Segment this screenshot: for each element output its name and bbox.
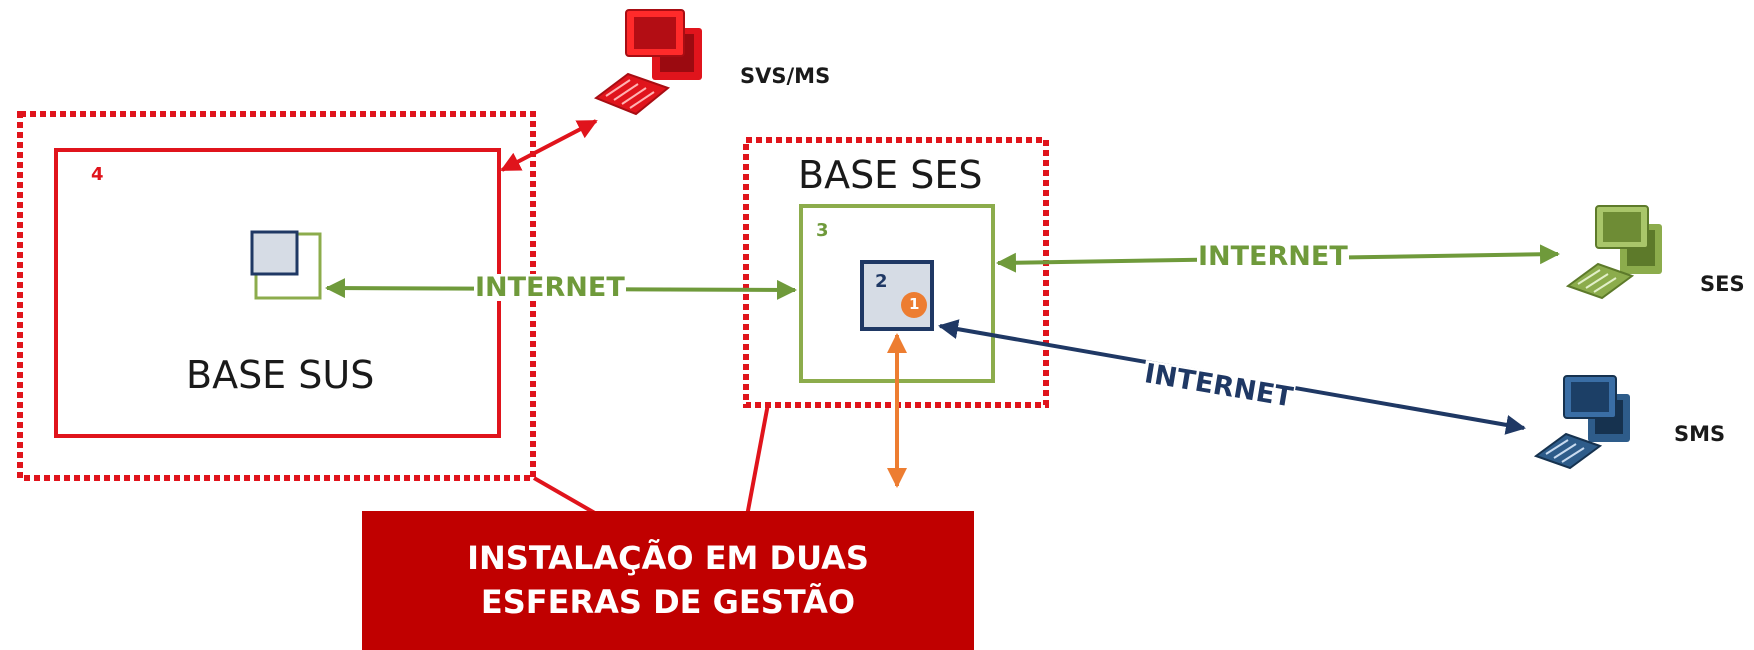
- computer-icon-svsms: [593, 9, 702, 116]
- computer-icon-sms: [1533, 375, 1630, 470]
- node-label-svsms: SVS/MS: [740, 64, 831, 88]
- node-label-ses: SES: [1700, 272, 1745, 296]
- callout-pointer-left: [533, 476, 601, 518]
- orange-marker: [901, 292, 927, 318]
- callout-line-2: ESFERAS DE GESTÃO: [480, 582, 856, 621]
- callout-line-1: INSTALAÇÃO EM DUAS: [467, 539, 869, 578]
- number-1-label: 1: [909, 295, 920, 313]
- internet-label-ses: INTERNET: [1197, 241, 1349, 272]
- installation-callout: INSTALAÇÃO EM DUAS ESFERAS DE GESTÃO: [362, 511, 974, 650]
- node-label-sms: SMS: [1674, 422, 1726, 446]
- number-4-label: 4: [91, 164, 104, 185]
- sus-square-front: [250, 230, 299, 276]
- arrow-sus-svsms: [500, 119, 598, 172]
- internet-label-sus-ses: INTERNET: [474, 272, 626, 303]
- base-sus-title: BASE SUS: [186, 353, 375, 397]
- callout-pointer-right: [745, 403, 770, 517]
- number-3-label: 3: [816, 220, 829, 241]
- base-ses-title: BASE SES: [798, 153, 983, 197]
- number-2-label: 2: [875, 271, 888, 292]
- computer-icon-ses: [1565, 205, 1662, 300]
